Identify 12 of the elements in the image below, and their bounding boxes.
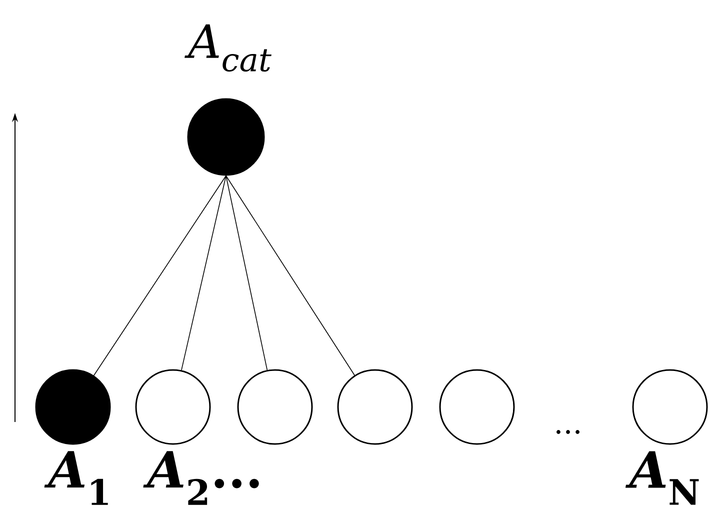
node-label: A$_{N}$ [625,451,699,505]
circle-node [237,369,313,445]
circle-node [337,369,413,445]
connector-line [181,175,226,371]
ellipsis-label: ... [556,430,580,434]
node-label: A$_{2}$... [143,451,259,505]
circle-node [439,369,515,445]
connector-line [93,175,226,376]
node-label: A$_{1}$ [44,451,108,505]
connector-line [226,175,268,370]
connector-line [226,175,355,376]
node-label: A$_{cat}$ [184,24,272,72]
